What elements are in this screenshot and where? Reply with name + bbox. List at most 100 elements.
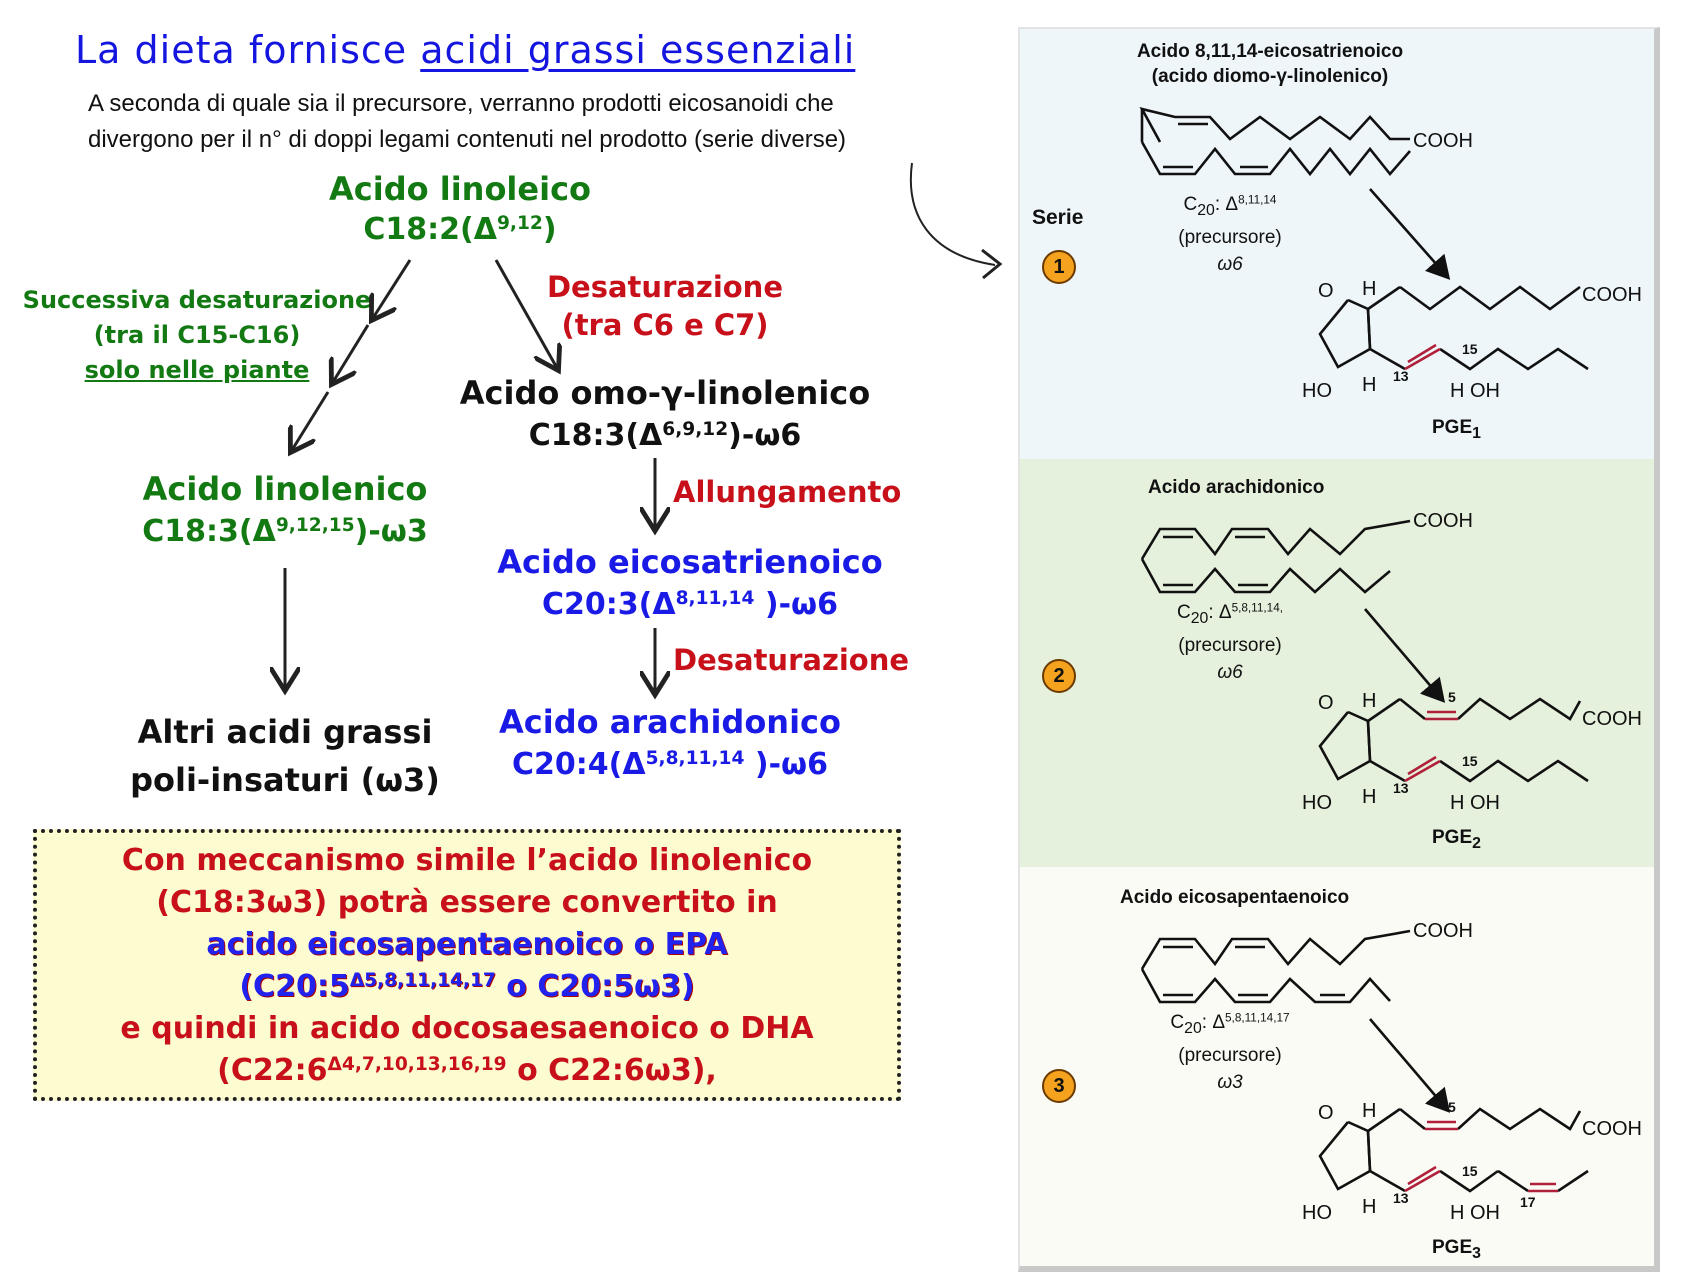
series-1-ho: HO: [1302, 380, 1332, 402]
series-3-pos17: 17: [1520, 1194, 1536, 1210]
eicosatrienoic-name: Acido eicosatrienoico: [497, 543, 883, 581]
series-1-precursor-structure: [1139, 107, 1411, 177]
linolenic-acid-node: Acido linolenico C18:3(Δ9,12,15)-ω3: [120, 470, 450, 549]
series-1-pos13: 13: [1393, 368, 1409, 384]
other-pufa-line2: poli-insaturi (ω3): [130, 761, 440, 799]
series-2-pos15: 15: [1462, 753, 1478, 769]
elongation-label: Allungamento: [673, 475, 902, 509]
series-3-ho: HO: [1302, 1202, 1332, 1224]
series-3-h-oh: H OH: [1450, 1202, 1500, 1224]
plant-step-line1: Successiva desaturazione: [22, 286, 372, 314]
series-2-pos5: 5: [1448, 689, 1456, 705]
linolenic-formula: C18:3(Δ9,12,15)-ω3: [142, 514, 428, 549]
arachidonic-name: Acido arachidonico: [498, 703, 841, 741]
series-2-precursor-structure: [1140, 519, 1411, 594]
series-3-band: [1020, 867, 1654, 1266]
slide-title: La dieta fornisce acidi grassi essenzial…: [75, 28, 855, 72]
series-2-pos13: 13: [1393, 780, 1409, 796]
note-line1: Con meccanismo simile l’acido linolenico: [121, 843, 813, 878]
note-line4: (C20:5Δ5,8,11,14,17 o C20:5ω3): [239, 969, 695, 1004]
homo-gamma-name: Acido omo-γ-linolenico: [459, 374, 871, 412]
series-3-badge: 3: [1042, 1069, 1076, 1103]
other-pufa-line1: Altri acidi grassi: [137, 713, 433, 751]
series-2-ho: HO: [1302, 792, 1332, 814]
desat-step-line2: (tra C6 e C7): [561, 308, 769, 342]
series-2-band: [1020, 459, 1654, 867]
series-3-precursor-structure: [1140, 929, 1411, 1004]
series-2-h-bottom: H: [1362, 786, 1376, 808]
series-3-product-structure: [1318, 1107, 1589, 1193]
series-2-product-cooh: COOH: [1582, 708, 1642, 730]
curved-arrow-to-series: [909, 162, 996, 266]
plant-desaturation-label: Successiva desaturazione (tra il C15-C16…: [12, 283, 382, 388]
series-3-reaction-arrow: [1369, 1018, 1451, 1113]
note-line2: (C18:3ω3) potrà essere convertito in: [156, 885, 778, 920]
plant-step-line3: solo nelle piante: [84, 356, 310, 384]
series-3-precursor-name: Acido eicosapentaenoico: [1120, 887, 1350, 908]
series-3-product-cooh: COOH: [1582, 1118, 1642, 1140]
series-2-precursor-info: C20: Δ5,8,11,14, (precursore) ω6: [1176, 601, 1284, 683]
series-3-product: PGE3: [1432, 1237, 1481, 1262]
homo-gamma-formula: C18:3(Δ6,9,12)-ω6: [528, 418, 802, 453]
slide-subtitle: A seconda di quale sia il precursore, ve…: [88, 86, 846, 158]
series-2-h-oh: H OH: [1450, 792, 1500, 814]
prostaglandin-series-figure: Serie 1 Acido 8,11,14-eicosatrienoico (a…: [1018, 27, 1660, 1272]
series-2-product: PGE2: [1432, 827, 1481, 852]
series-2-h-top: H: [1362, 690, 1376, 712]
linoleic-formula: C18:2(Δ9,12): [363, 212, 557, 247]
linoleic-name: Acido linoleico: [328, 170, 592, 208]
series-1-badge: 1: [1042, 250, 1076, 284]
series-1-h-bottom: H: [1362, 374, 1376, 396]
title-underlined: acidi grassi essenziali: [420, 28, 856, 72]
series-2-db13: [1404, 759, 1441, 783]
series-2-o: O: [1318, 692, 1334, 714]
desaturation-c6-c7-label: Desaturazione (tra C6 e C7): [540, 268, 790, 344]
other-pufa-node: Altri acidi grassi poli-insaturi (ω3): [120, 708, 450, 804]
arachidonic-acid-node: Acido arachidonico C20:4(Δ5,8,11,14 )-ω6: [490, 703, 850, 782]
arrow-linoleic-to-plant-1: [373, 259, 412, 318]
series-1-reaction-arrow: [1369, 188, 1451, 280]
series-1-product-structure: [1318, 285, 1589, 371]
series-2-cooh: COOH: [1413, 510, 1473, 532]
pathway-arrows: [0, 162, 1003, 1275]
eicosatrienoic-acid-node: Acido eicosatrienoico C20:3(Δ8,11,14 )-ω…: [490, 543, 890, 622]
series-3-o: O: [1318, 1102, 1334, 1124]
eicosatrienoic-formula: C20:3(Δ8,11,14 )-ω6: [542, 587, 838, 622]
series-2-product-structure: [1318, 697, 1589, 783]
series-1-cooh: COOH: [1413, 130, 1473, 152]
arachidonic-formula: C20:4(Δ5,8,11,14 )-ω6: [512, 747, 828, 782]
series-1-o: O: [1318, 280, 1334, 302]
linolenic-name: Acido linolenico: [142, 470, 428, 508]
chemical-structures: COOH O H H HO H OH 13 15 COOH COO: [1139, 107, 1642, 1224]
homo-gamma-linolenic-node: Acido omo-γ-linolenico C18:3(Δ6,9,12)-ω6: [455, 374, 875, 453]
note-line3: acido eicosapentaenoico o EPA: [206, 927, 728, 962]
series-1-product: PGE1: [1432, 417, 1481, 442]
series-3-cooh: COOH: [1413, 920, 1473, 942]
series-1-precursor-name: Acido 8,11,14-eicosatrienoico (acido dio…: [1136, 41, 1404, 87]
linoleic-acid-node: Acido linoleico C18:2(Δ9,12): [300, 170, 620, 247]
series-2-badge: 2: [1042, 659, 1076, 693]
arrow-plant-2: [333, 324, 370, 382]
subtitle-line1: A seconda di quale sia il precursore, ve…: [88, 90, 834, 117]
note-box: Con meccanismo simile l’acido linolenico…: [33, 829, 901, 1101]
series-1-precursor-info: C20: Δ8,11,14 (precursore) ω6: [1178, 193, 1282, 275]
series-1-h-top: H: [1362, 278, 1376, 300]
arrow-plant-3: [292, 391, 330, 450]
series-2-reaction-arrow: [1364, 608, 1446, 703]
series-1-h-oh: H OH: [1450, 380, 1500, 402]
series-3-h-bottom: H: [1362, 1196, 1376, 1218]
desaturation-label-2: Desaturazione: [673, 643, 910, 677]
subtitle-line2: divergono per il n° di doppi legami cont…: [88, 126, 847, 153]
series-1-db13: [1404, 347, 1441, 371]
curved-arrow-head: [981, 248, 1003, 280]
series-1-product-cooh: COOH: [1582, 284, 1642, 306]
note-line6: (C22:6Δ4,7,10,13,16,19 o C22:6ω3),: [217, 1053, 717, 1088]
serie-label: Serie: [1032, 206, 1084, 229]
series-3-pos13: 13: [1393, 1190, 1409, 1206]
series-1-pos15: 15: [1462, 341, 1478, 357]
series-3-pos5: 5: [1448, 1099, 1456, 1115]
title-plain: La dieta fornisce: [75, 28, 421, 72]
series-3-pos15: 15: [1462, 1163, 1478, 1179]
series-1-band: [1020, 29, 1654, 459]
series-3-precursor-info: C20: Δ5,8,11,14,17 (precursore) ω3: [1170, 1011, 1290, 1093]
